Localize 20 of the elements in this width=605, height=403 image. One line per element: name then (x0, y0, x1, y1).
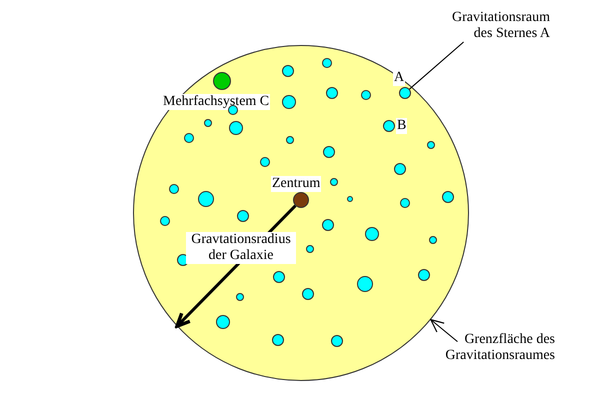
star-label: B (396, 118, 408, 134)
star-dot (357, 276, 373, 292)
leader-line (430, 319, 458, 342)
star-label: Mehrfachsystem C (162, 94, 270, 110)
center-label: Zentrum (271, 176, 322, 192)
leader-line (409, 42, 464, 90)
star-label: A (393, 70, 406, 86)
star-dot (286, 136, 294, 144)
star-dot (204, 119, 212, 127)
star-dot (198, 191, 214, 207)
star-dot (427, 141, 435, 149)
callout-text: Gravitationsraum des Sternes A (430, 10, 550, 42)
star-dot (236, 293, 244, 301)
star-dot (306, 245, 314, 253)
star-dot (429, 236, 437, 244)
radius-arrow (175, 204, 296, 328)
callout-text: Grenzfläche des Gravitationsraumes (430, 332, 555, 364)
star-dot (330, 178, 338, 186)
star-dot (347, 196, 353, 202)
edge-label: Gravtationsradius der Galaxie (186, 232, 296, 264)
